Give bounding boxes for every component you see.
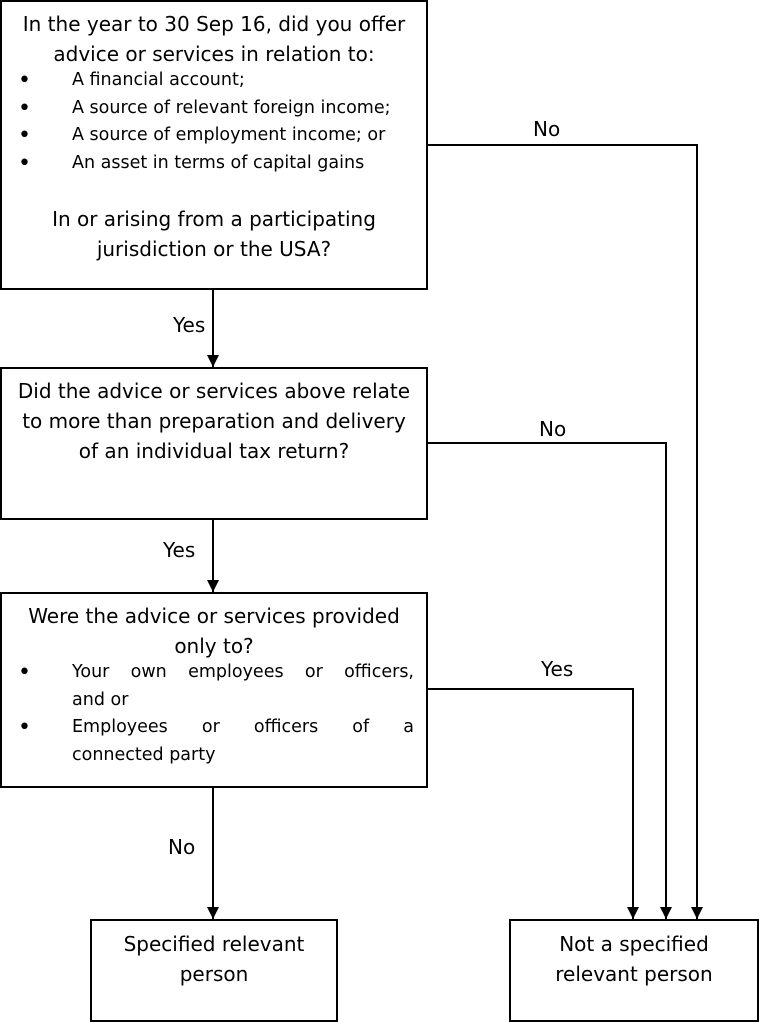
q3-bullet-item: Your own employees or officers, and or xyxy=(2,659,426,714)
arrowhead-q3-yes xyxy=(627,907,639,919)
question-3-box: Were the advice or services provided onl… xyxy=(0,592,428,788)
arrowhead-q2-yes xyxy=(207,580,219,592)
label-q1-yes: Yes xyxy=(173,313,206,337)
q3-item2-line2: connected party xyxy=(72,744,216,765)
q3-bullet-list: Your own employees or officers, and or E… xyxy=(2,659,426,769)
outcome-specified-line1: Specified relevant xyxy=(123,932,305,956)
q2-line3: of an individual tax return? xyxy=(78,439,350,463)
q3-line1: Were the advice or services provided xyxy=(28,604,400,628)
q1-footer-line1: In or arising from a participating xyxy=(52,207,376,231)
label-q2-yes: Yes xyxy=(163,538,196,562)
q3-item2-line1: Employees or officers of a xyxy=(72,717,414,737)
q3-item1-line1: Your own employees or officers, xyxy=(72,662,414,682)
q1-footer-line2: jurisdiction or the USA? xyxy=(96,237,332,261)
outcome-not-specified-line2: relevant person xyxy=(555,962,713,986)
arrow-q2-no xyxy=(427,442,667,919)
outcome-not-specified-box: Not a specified relevant person xyxy=(509,919,759,1022)
q1-bullet-item: A source of employment income; or xyxy=(2,122,426,150)
arrowhead-q2-no xyxy=(660,907,672,919)
q2-line2: to more than preparation and delivery xyxy=(22,409,406,433)
label-q2-no: No xyxy=(539,417,567,441)
arrowhead-q1-yes xyxy=(207,355,219,367)
q1-bullet-list: A financial account; A source of relevan… xyxy=(2,67,426,177)
q3-line2: only to? xyxy=(174,634,254,658)
arrowhead-q1-no xyxy=(691,907,703,919)
q3-bullet-item: Employees or officers of a connected par… xyxy=(2,714,426,769)
outcome-not-specified-line1: Not a specified xyxy=(559,932,709,956)
arrowhead-q3-no xyxy=(207,907,219,919)
arrow-q1-no xyxy=(427,144,698,919)
q1-bullet-item: A financial account; xyxy=(2,67,426,95)
label-q3-no: No xyxy=(168,835,196,859)
q3-item1-line2: and or xyxy=(72,689,129,710)
outcome-specified-line2: person xyxy=(179,962,249,986)
q1-bullet-item: An asset in terms of capital gains xyxy=(2,150,426,178)
outcome-specified-box: Specified relevant person xyxy=(90,919,338,1022)
q1-bullet-item: A source of relevant foreign income; xyxy=(2,95,426,123)
q1-heading-line1: In the year to 30 Sep 16, did you offer xyxy=(22,12,406,36)
label-q1-no: No xyxy=(533,117,561,141)
question-2-box: Did the advice or services above relate … xyxy=(0,367,428,520)
label-q3-yes: Yes xyxy=(541,657,574,681)
arrow-q3-yes xyxy=(427,688,634,919)
q2-line1: Did the advice or services above relate xyxy=(17,379,411,403)
q1-heading-line2: advice or services in relation to: xyxy=(53,42,375,66)
question-1-box: In the year to 30 Sep 16, did you offer … xyxy=(0,0,428,290)
